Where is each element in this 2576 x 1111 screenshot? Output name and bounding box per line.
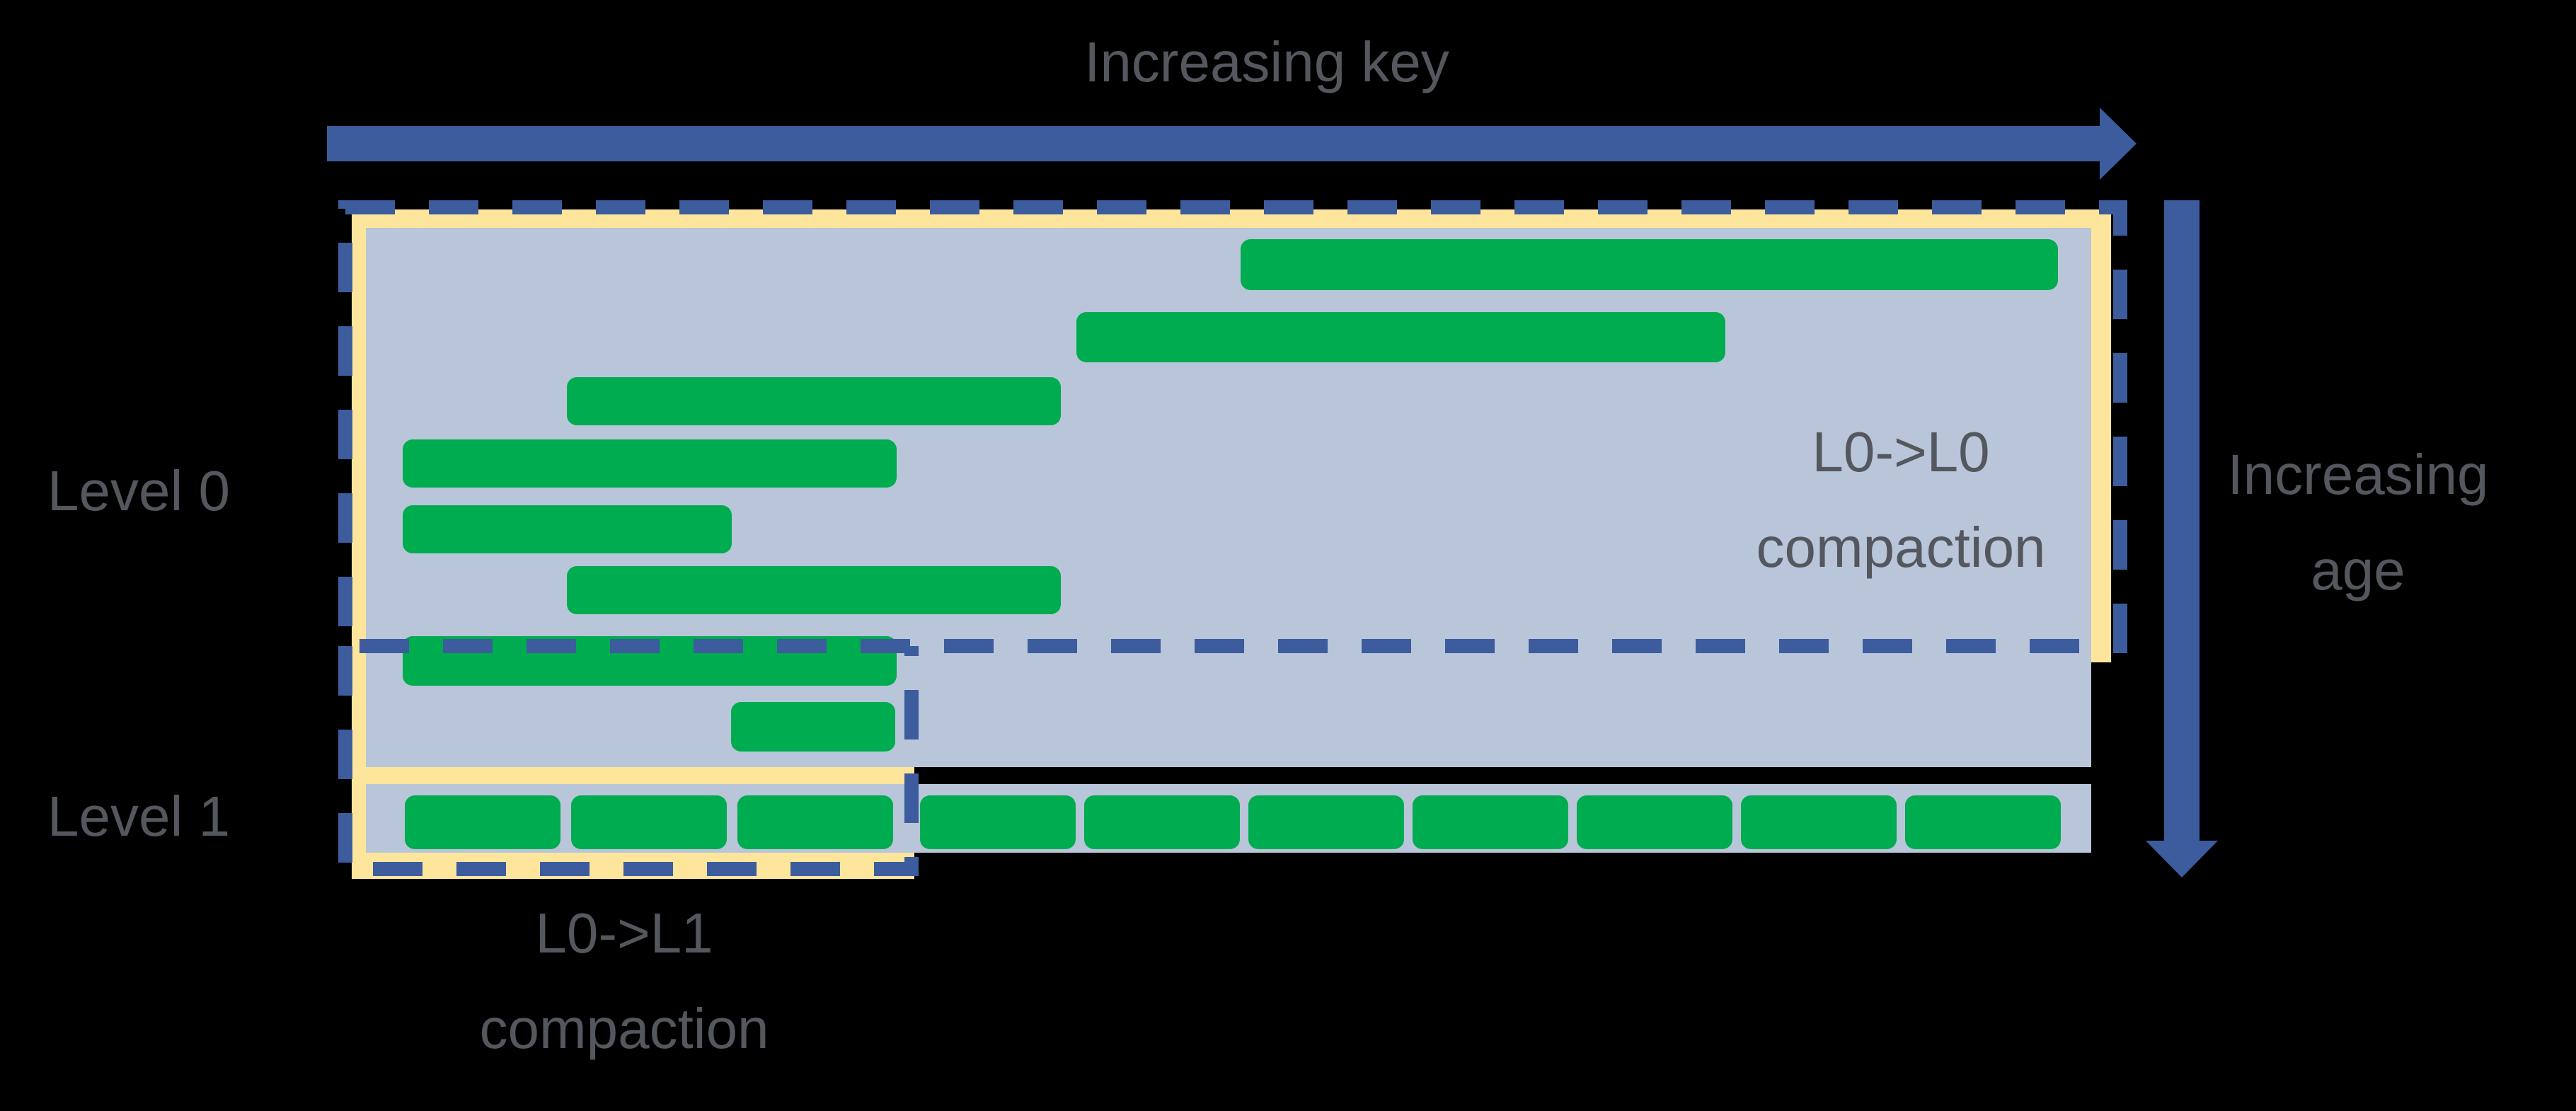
l0-l0-compaction-label: L0->L0 compaction [1756,404,2045,595]
level0-sstables [403,239,2058,752]
sstable [1905,795,2061,849]
l0-l0-compaction-border [338,200,2127,653]
increasing-age-arrow-shaft [2164,200,2200,841]
increasing-age-line2: age [2311,539,2405,601]
level1-sstables [405,795,2061,849]
sstable [571,795,727,849]
sstable [567,377,1061,425]
l0-l1-compaction-border [338,646,919,876]
sstable [403,505,732,553]
sstable [1577,795,1732,849]
sstable [731,702,895,752]
sstable [1076,312,1725,362]
sstable [567,566,1061,614]
level1-label: Level 1 [47,785,230,848]
sstable [737,795,893,849]
sstable [1413,795,1568,849]
increasing-age-arrow [2146,200,2218,877]
increasing-key-label: Increasing key [1084,30,1449,93]
l0-l1-compaction-line1: L0->L1 [535,902,713,965]
increasing-age-label: Increasing age [2227,427,2488,618]
l0-l0-compaction-line2: compaction [1756,516,2046,579]
sstable [1084,795,1240,849]
level0-label: Level 0 [47,459,230,522]
sstable [1248,795,1404,849]
increasing-key-arrow-shaft [327,126,2100,161]
increasing-age-line1: Increasing [2227,443,2489,506]
sstable [403,439,897,488]
increasing-key-arrow [327,108,2137,180]
sstable [920,795,1076,849]
sstable [1241,239,2058,290]
increasing-key-arrow-head [2100,108,2137,180]
sstable [405,795,560,849]
l0-l1-compaction-label: L0->L1 compaction [479,885,769,1076]
sstable [403,636,897,686]
increasing-age-arrow-head [2146,841,2218,877]
l0-l1-compaction-line2: compaction [479,997,769,1060]
sstable [1741,795,1897,849]
l0-l0-compaction-line1: L0->L0 [1812,420,1990,483]
